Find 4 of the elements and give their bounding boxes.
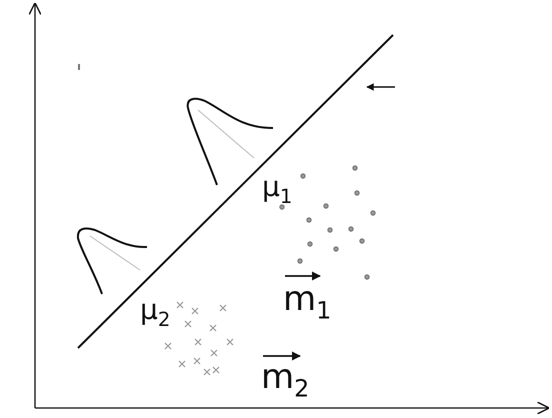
mean-label: μ$_{1}$ [262,173,292,206]
mean-vector-label: m$_{2}$ [261,360,310,402]
mean-label: μ$_{2}$ [140,296,170,330]
mean-vector-label: m$_{1}$ [283,282,332,324]
